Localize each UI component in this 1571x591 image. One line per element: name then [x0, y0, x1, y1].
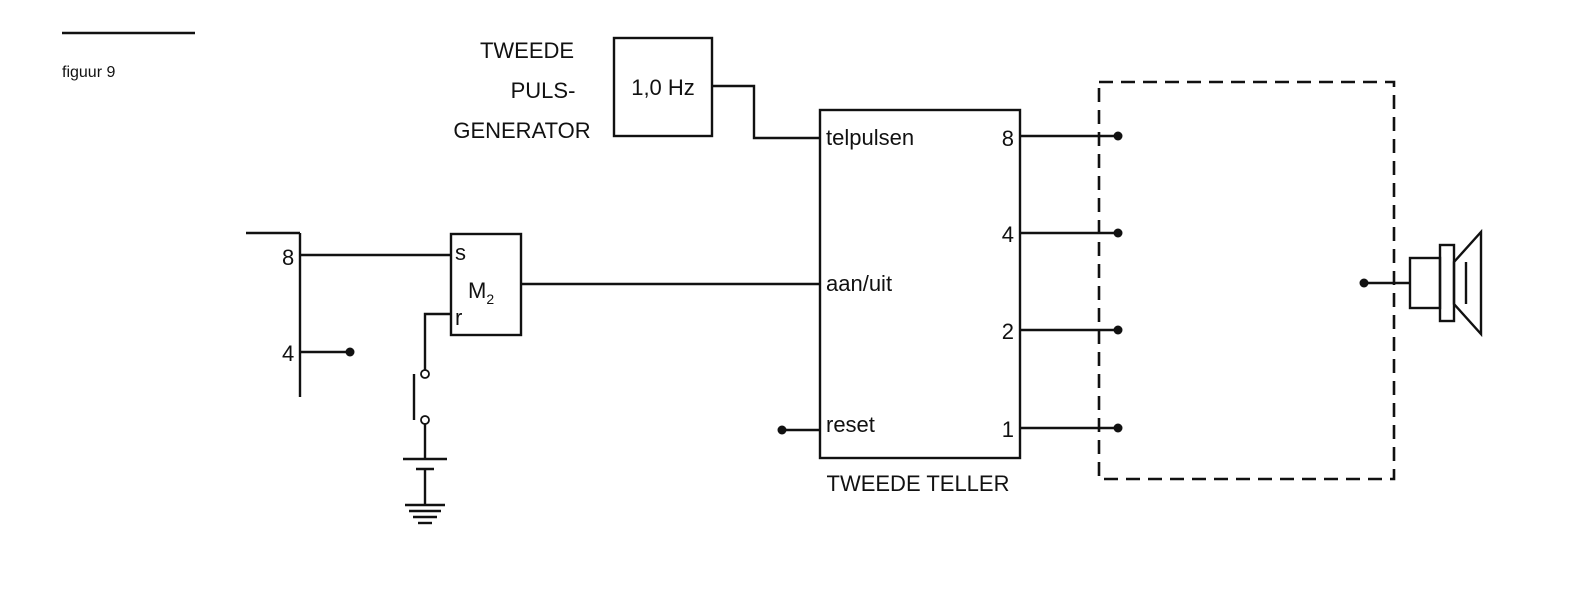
memory-reset-label: r	[455, 305, 462, 330]
pulse-generator-title-line-3: GENERATOR	[453, 118, 590, 143]
speaker-cone	[1452, 228, 1483, 338]
counter-input-reset-label: reset	[826, 412, 875, 437]
pulse-generator-title-line-1: TWEEDE	[480, 38, 574, 63]
figure-caption: figuur 9	[62, 64, 115, 81]
counter-input-enable-label: aan/uit	[826, 271, 892, 296]
pulse-generator-title-line-2: PULS-	[511, 78, 576, 103]
switch-top-contact	[420, 369, 430, 379]
left-counter: 8 4	[246, 231, 302, 397]
wire-switch-to-reset	[423, 312, 451, 370]
speaker-magnet	[1408, 256, 1442, 310]
output-1-terminal	[1113, 423, 1123, 433]
counter-output-1-label: 1	[1002, 417, 1014, 442]
ground-icon	[405, 503, 445, 525]
output-2-terminal	[1113, 325, 1123, 335]
counter-output-4-label: 4	[1002, 222, 1014, 247]
counter-title: TWEEDE TELLER	[827, 471, 1010, 496]
counter-output-8-label: 8	[1002, 126, 1014, 151]
memory-name-subscript: 2	[486, 291, 494, 307]
reset-input-terminal	[777, 425, 787, 435]
speaker-coil	[1438, 243, 1456, 323]
dashed-logic-block	[1097, 80, 1396, 481]
output-4-right-terminal	[1113, 228, 1123, 238]
switch-bottom-contact	[420, 415, 430, 425]
speaker-input-terminal	[1359, 278, 1369, 288]
output-4-terminal	[345, 347, 355, 357]
left-counter-output-4-label: 4	[282, 341, 294, 366]
memory-name: M2	[468, 278, 494, 307]
second-counter: telpulsen aan/uit reset 8 4 2 1 TWEEDE T…	[818, 108, 1022, 496]
counter-output-2-label: 2	[1002, 319, 1014, 344]
left-counter-output-8-label: 8	[282, 245, 294, 270]
memory-cell: s r M2	[449, 232, 523, 337]
counter-box	[818, 108, 1022, 460]
push-switch-icon	[412, 369, 430, 425]
memory-set-label: s	[455, 240, 466, 265]
memory-name-letter: M	[468, 278, 486, 303]
pulse-generator: TWEEDE PULS- GENERATOR 1,0 Hz	[453, 36, 714, 143]
wire-generator-to-counter	[712, 84, 820, 140]
pulse-generator-frequency: 1,0 Hz	[631, 75, 695, 100]
speaker-icon	[1408, 228, 1483, 338]
counter-input-pulses-label: telpulsen	[826, 125, 914, 150]
output-8-terminal	[1113, 131, 1123, 141]
